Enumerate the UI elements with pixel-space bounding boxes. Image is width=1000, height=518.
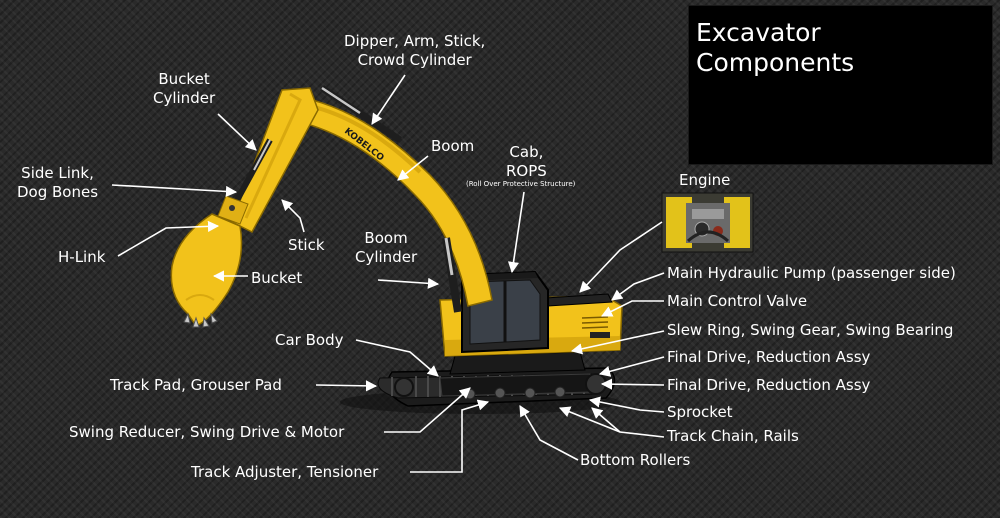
label-bottom-rollers: Bottom Rollers [580, 451, 691, 469]
label-bucket-cylinder: Bucket Cylinder [153, 70, 216, 107]
pointer-bucket-cylinder [217, 113, 257, 151]
boom: KOBELCO [289, 95, 493, 313]
engine-photo [661, 192, 754, 253]
diagram-title: Excavator Components [696, 18, 854, 78]
pointer-bottom-rollers [519, 405, 579, 461]
label-cab: Cab, ROPS [506, 143, 547, 180]
pointer-final-drive-2 [600, 378, 665, 390]
arm [217, 85, 402, 233]
diagram-title-text: Excavator Components [696, 18, 855, 77]
pointer-track-chain-1 [591, 407, 665, 438]
pointer-track-chain-2 [558, 406, 621, 433]
bucket [170, 213, 243, 328]
pointer-boom-cylinder [377, 277, 440, 289]
label-car-body: Car Body [275, 331, 344, 349]
label-track-adjuster: Track Adjuster, Tensioner [191, 463, 379, 481]
label-swing-reducer: Swing Reducer, Swing Drive & Motor [69, 423, 345, 441]
excavator-illustration: KOBELCO [170, 85, 623, 414]
label-track-chain: Track Chain, Rails [667, 427, 799, 445]
label-final-drive-1: Final Drive, Reduction Assy [667, 348, 871, 366]
pointer-main-pump [611, 272, 665, 301]
pointer-h-link [117, 220, 220, 257]
label-sprocket: Sprocket [667, 403, 733, 421]
label-slew-ring: Slew Ring, Swing Gear, Swing Bearing [667, 321, 954, 339]
title-box: Excavator Components [688, 5, 993, 165]
label-boom-cylinder: Boom Cylinder [355, 229, 418, 266]
label-bucket: Bucket [251, 269, 303, 287]
pointer-sprocket [588, 396, 665, 413]
pointer-control-valve [600, 300, 664, 317]
pointer-boom [397, 155, 429, 181]
pointer-track-pad [315, 380, 378, 392]
label-stick: Stick [288, 236, 325, 254]
pointer-engine [579, 221, 663, 293]
pointer-final-drive-1 [598, 356, 665, 377]
label-rops-note: (Roll Over Protective Structure) [466, 180, 576, 188]
label-main-pump: Main Hydraulic Pump (passenger side) [667, 264, 956, 282]
pointer-car-body [355, 339, 439, 377]
label-dipper: Dipper, Arm, Stick, Crowd Cylinder [344, 32, 486, 69]
pointer-swing-reducer [384, 387, 471, 433]
pointer-cab [507, 191, 525, 274]
label-side-link: Side Link, Dog Bones [17, 164, 99, 201]
pointer-lines [111, 74, 665, 473]
pointer-stick [281, 199, 305, 233]
label-control-valve: Main Control Valve [667, 292, 808, 310]
label-boom: Boom [431, 137, 475, 155]
pointer-side-link [111, 184, 238, 198]
pointer-track-adjuster [410, 399, 490, 473]
label-track-pad: Track Pad, Grouser Pad [110, 376, 282, 394]
label-engine: Engine [679, 171, 731, 189]
pointer-dipper [371, 74, 406, 125]
label-final-drive-2: Final Drive, Reduction Assy [667, 376, 871, 394]
pointer-slew-ring [570, 330, 665, 355]
label-h-link: H-Link [58, 248, 106, 266]
track-assembly [377, 367, 616, 407]
